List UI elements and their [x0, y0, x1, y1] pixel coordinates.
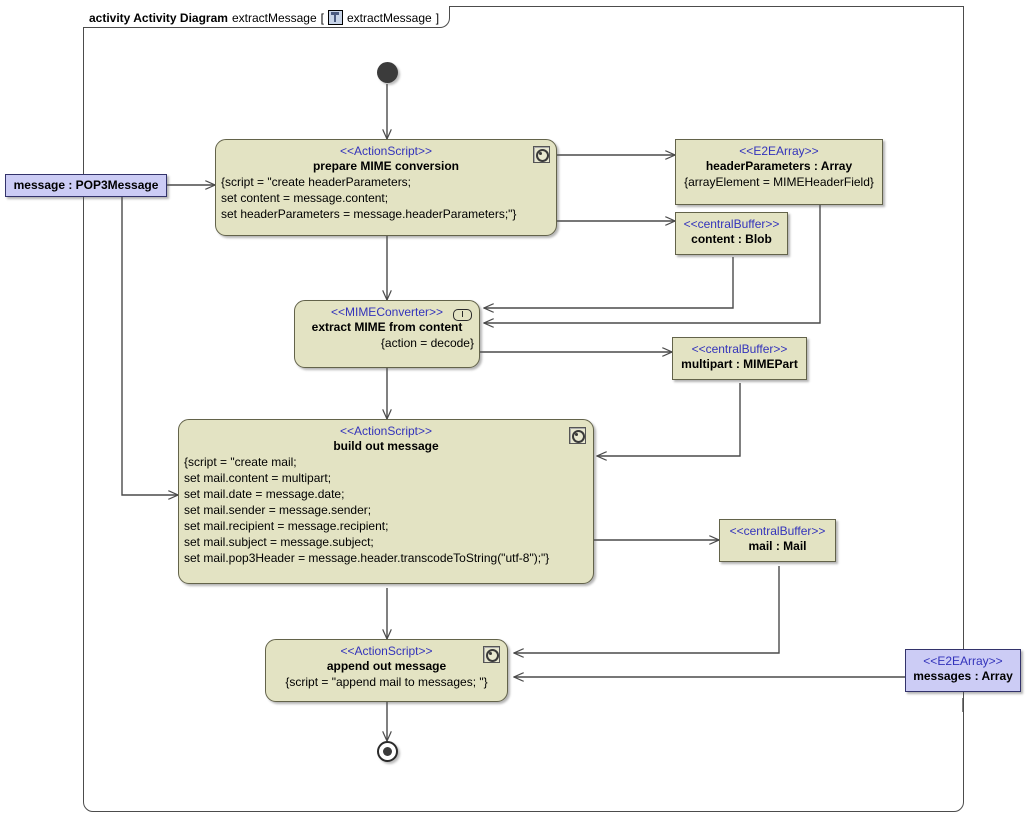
build-body: {script = "create mail; set mail.content… — [184, 455, 550, 565]
multipart-stereotype: <<centralBuffer>> — [691, 342, 788, 356]
node-extract-mime[interactable]: <<MIMEConverter>> extract MIME from cont… — [294, 300, 480, 368]
behavior-pill-icon — [453, 309, 472, 321]
activity-final-node[interactable] — [377, 741, 398, 762]
build-stereotype: <<ActionScript>> — [339, 424, 433, 438]
node-multipart[interactable]: <<centralBuffer>> multipart : MIMEPart — [672, 337, 807, 380]
messages-stereotype: <<E2EArray>> — [923, 654, 1003, 668]
extract-body: {action = decode} — [380, 336, 474, 350]
frame-bracket-open: [ — [320, 10, 324, 25]
diagram-frame-header: activity Activity Diagram extractMessage… — [83, 6, 451, 28]
script-gear-icon — [483, 646, 500, 663]
diagram-frame — [83, 6, 964, 812]
frame-keyword: activity Activity Diagram — [89, 10, 228, 25]
script-gear-icon — [569, 427, 586, 444]
activity-diagram-icon — [328, 10, 343, 25]
build-name: build out message — [333, 439, 439, 453]
headerparams-stereotype: <<E2EArray>> — [739, 144, 819, 158]
node-messages-array[interactable]: <<E2EArray>> messages : Array — [905, 649, 1021, 692]
node-prepare-mime-conversion[interactable]: <<ActionScript>> prepare MIME conversion… — [215, 139, 557, 236]
headerparams-name: headerParameters : Array — [705, 159, 853, 173]
node-message-pin[interactable]: message : POP3Message — [5, 174, 167, 197]
script-gear-icon — [533, 146, 550, 163]
multipart-name: multipart : MIMEPart — [681, 357, 798, 371]
node-mail-buffer[interactable]: <<centralBuffer>> mail : Mail — [719, 519, 836, 562]
append-body: {script = "append mail to messages; "} — [285, 675, 488, 689]
node-content-blob[interactable]: <<centralBuffer>> content : Blob — [675, 212, 788, 255]
node-header-parameters[interactable]: <<E2EArray>> headerParameters : Array {a… — [675, 139, 883, 205]
frame-bracket-close: ] — [435, 10, 440, 25]
extract-stereotype: <<MIMEConverter>> — [330, 305, 444, 319]
frame-icon-label: extractMessage — [347, 10, 432, 25]
frame-name: extractMessage — [231, 10, 317, 25]
mail-name: mail : Mail — [748, 539, 807, 553]
node-build-out-message[interactable]: <<ActionScript>> build out message {scri… — [178, 419, 594, 584]
prepare-name: prepare MIME conversion — [312, 159, 460, 173]
prepare-stereotype: <<ActionScript>> — [339, 144, 433, 158]
append-name: append out message — [326, 659, 447, 673]
mail-stereotype: <<centralBuffer>> — [729, 524, 826, 538]
messages-name: messages : Array — [913, 669, 1013, 683]
extract-name: extract MIME from content — [311, 320, 463, 334]
content-name: content : Blob — [691, 232, 772, 246]
initial-node[interactable] — [377, 62, 398, 83]
prepare-body: {script = "create headerParameters; set … — [221, 175, 517, 221]
headerparams-body: {arrayElement = MIMEHeaderField} — [684, 175, 874, 189]
content-stereotype: <<centralBuffer>> — [683, 217, 780, 231]
node-append-out-message[interactable]: <<ActionScript>> append out message {scr… — [265, 639, 508, 702]
message-pin-label: message : POP3Message — [13, 178, 159, 192]
append-stereotype: <<ActionScript>> — [340, 644, 433, 658]
